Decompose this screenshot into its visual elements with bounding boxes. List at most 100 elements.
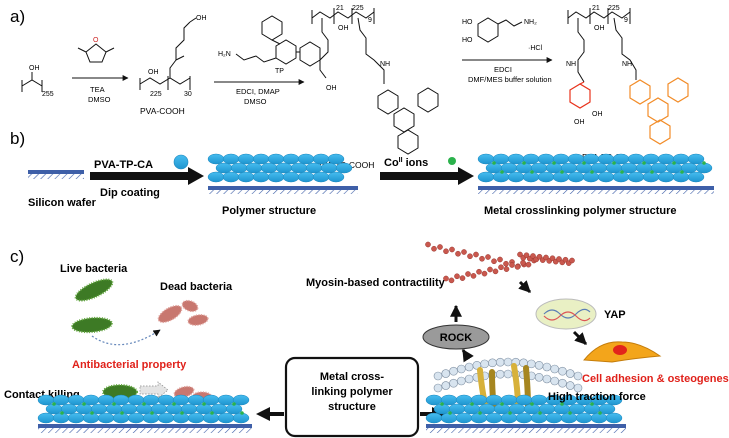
polymer-bead: [627, 171, 645, 183]
panel-label-a: a): [10, 7, 25, 26]
cobalt-crosslink-dot: [112, 402, 116, 406]
polymer-bead: [245, 162, 263, 174]
actin-monomer: [523, 252, 530, 259]
actin-monomer: [431, 245, 437, 252]
dopamine-hcl: ·HCl: [528, 45, 542, 52]
actin-monomer: [454, 273, 460, 280]
silicon-wafer-plate: [28, 170, 84, 174]
lipid-head: [550, 376, 559, 386]
polymer-bead: [260, 162, 278, 174]
lipid-head: [558, 378, 567, 388]
cobalt-crosslink-dot: [680, 170, 684, 174]
polymer-bead: [67, 394, 85, 406]
polymer-bead: [440, 412, 458, 424]
cobalt-crosslink-dot: [650, 170, 654, 174]
actin-monomer: [459, 275, 466, 281]
terpyridine-group: [629, 77, 689, 145]
step1-reagent2: DMSO: [88, 95, 111, 104]
pva-start-structure: [21, 72, 43, 92]
actin-monomer: [485, 254, 491, 260]
polymer-bead: [455, 412, 473, 424]
panel-label-b: b): [10, 129, 25, 148]
actin-monomer: [569, 257, 575, 264]
cobalt-crosslink-dot: [552, 161, 556, 165]
lipid-head: [542, 374, 552, 384]
rock-ellipse: [422, 324, 490, 350]
tp-cooh-oh: OH: [338, 25, 349, 32]
polymer-bead: [455, 394, 473, 406]
actin-monomer: [467, 253, 473, 260]
tp-label: TP: [275, 68, 284, 75]
actin-monomer: [455, 250, 461, 257]
traction-surface-layer: [425, 394, 623, 424]
anhydride-oxygen: O: [93, 37, 99, 44]
polymer-bead: [217, 412, 235, 424]
panel-label-c: c): [10, 247, 24, 266]
polymer-bead: [425, 394, 443, 406]
cobalt-crosslink-dot: [202, 402, 206, 406]
tp-cooh-oh2: OH: [326, 85, 337, 92]
polymer-bead: [187, 394, 205, 406]
actin-monomer: [449, 246, 455, 253]
polymer-bead: [687, 153, 705, 165]
cobalt-crosslink-dot: [672, 161, 676, 165]
traction-force-label: High traction force: [548, 391, 646, 403]
actin-monomer: [465, 271, 471, 277]
metal-substrate-hatch: [478, 190, 714, 194]
cobalt-crosslink-dot: [180, 411, 184, 415]
actin-monomer: [536, 253, 543, 260]
tp-reagent-structure: [235, 15, 321, 67]
lipid-head: [542, 362, 552, 372]
cobalt-crosslink-dot: [90, 411, 94, 415]
polymer-bead: [157, 412, 175, 424]
actin-monomer: [481, 270, 488, 277]
silicon-wafer-label: Silicon wafer: [28, 197, 97, 209]
polymer-bead: [522, 171, 540, 183]
actin-monomer: [498, 264, 504, 271]
cobalt-crosslink-dot: [530, 402, 534, 406]
polymer-bead: [515, 394, 533, 406]
cobalt-crosslink-dot: [210, 411, 214, 415]
actin-monomer: [509, 262, 515, 268]
polymer-bead: [582, 171, 600, 183]
polymer-bead: [470, 412, 488, 424]
live-bacterium-icon: [74, 278, 114, 302]
polymer-bead: [335, 162, 353, 174]
tp-cooh-n2: 225: [352, 5, 364, 12]
ca-nh1: NH: [566, 61, 576, 68]
polymer-bead: [207, 153, 225, 165]
polymer-bead: [312, 153, 330, 165]
polymer-bead: [477, 153, 495, 165]
ca-ring-oh2: OH: [574, 119, 585, 126]
actin-monomer: [503, 260, 509, 267]
polymer-bead: [97, 394, 115, 406]
cobalt-crosslink-dot: [142, 402, 146, 406]
polymer-bead: [282, 171, 300, 183]
live-bacteria-label: Live bacteria: [60, 263, 128, 275]
polymer-bead: [657, 153, 675, 165]
polymer-bead: [237, 153, 255, 165]
lipid-head: [488, 358, 497, 368]
polymer-bead: [222, 171, 240, 183]
contact-bacterium-icon: [102, 384, 138, 400]
actin-monomer: [525, 261, 532, 268]
polymer-bead: [275, 162, 293, 174]
cobalt-crosslink-dot: [440, 402, 444, 406]
step1-reagent1: TEA: [90, 85, 105, 94]
antibacterial-label: Antibacterial property: [72, 359, 187, 371]
polymer-bead: [252, 153, 270, 165]
contact-killing-arrow: [139, 381, 169, 399]
actin-monomer: [556, 256, 562, 262]
polymer-bead: [657, 171, 675, 183]
cobalt-crosslink-dot: [612, 161, 616, 165]
reagent-pva-tp-ca: PVA-TP-CA: [94, 159, 153, 171]
polymer-bead: [598, 403, 616, 415]
lipid-head: [480, 359, 489, 369]
polymer-bead: [590, 412, 608, 424]
rock-label: ROCK: [440, 332, 472, 344]
polymer-bead: [485, 394, 503, 406]
cobalt-ion-icon: [448, 157, 456, 165]
polymer-bead-icon: [173, 154, 189, 170]
cobalt-crosslink-dot: [702, 161, 706, 165]
